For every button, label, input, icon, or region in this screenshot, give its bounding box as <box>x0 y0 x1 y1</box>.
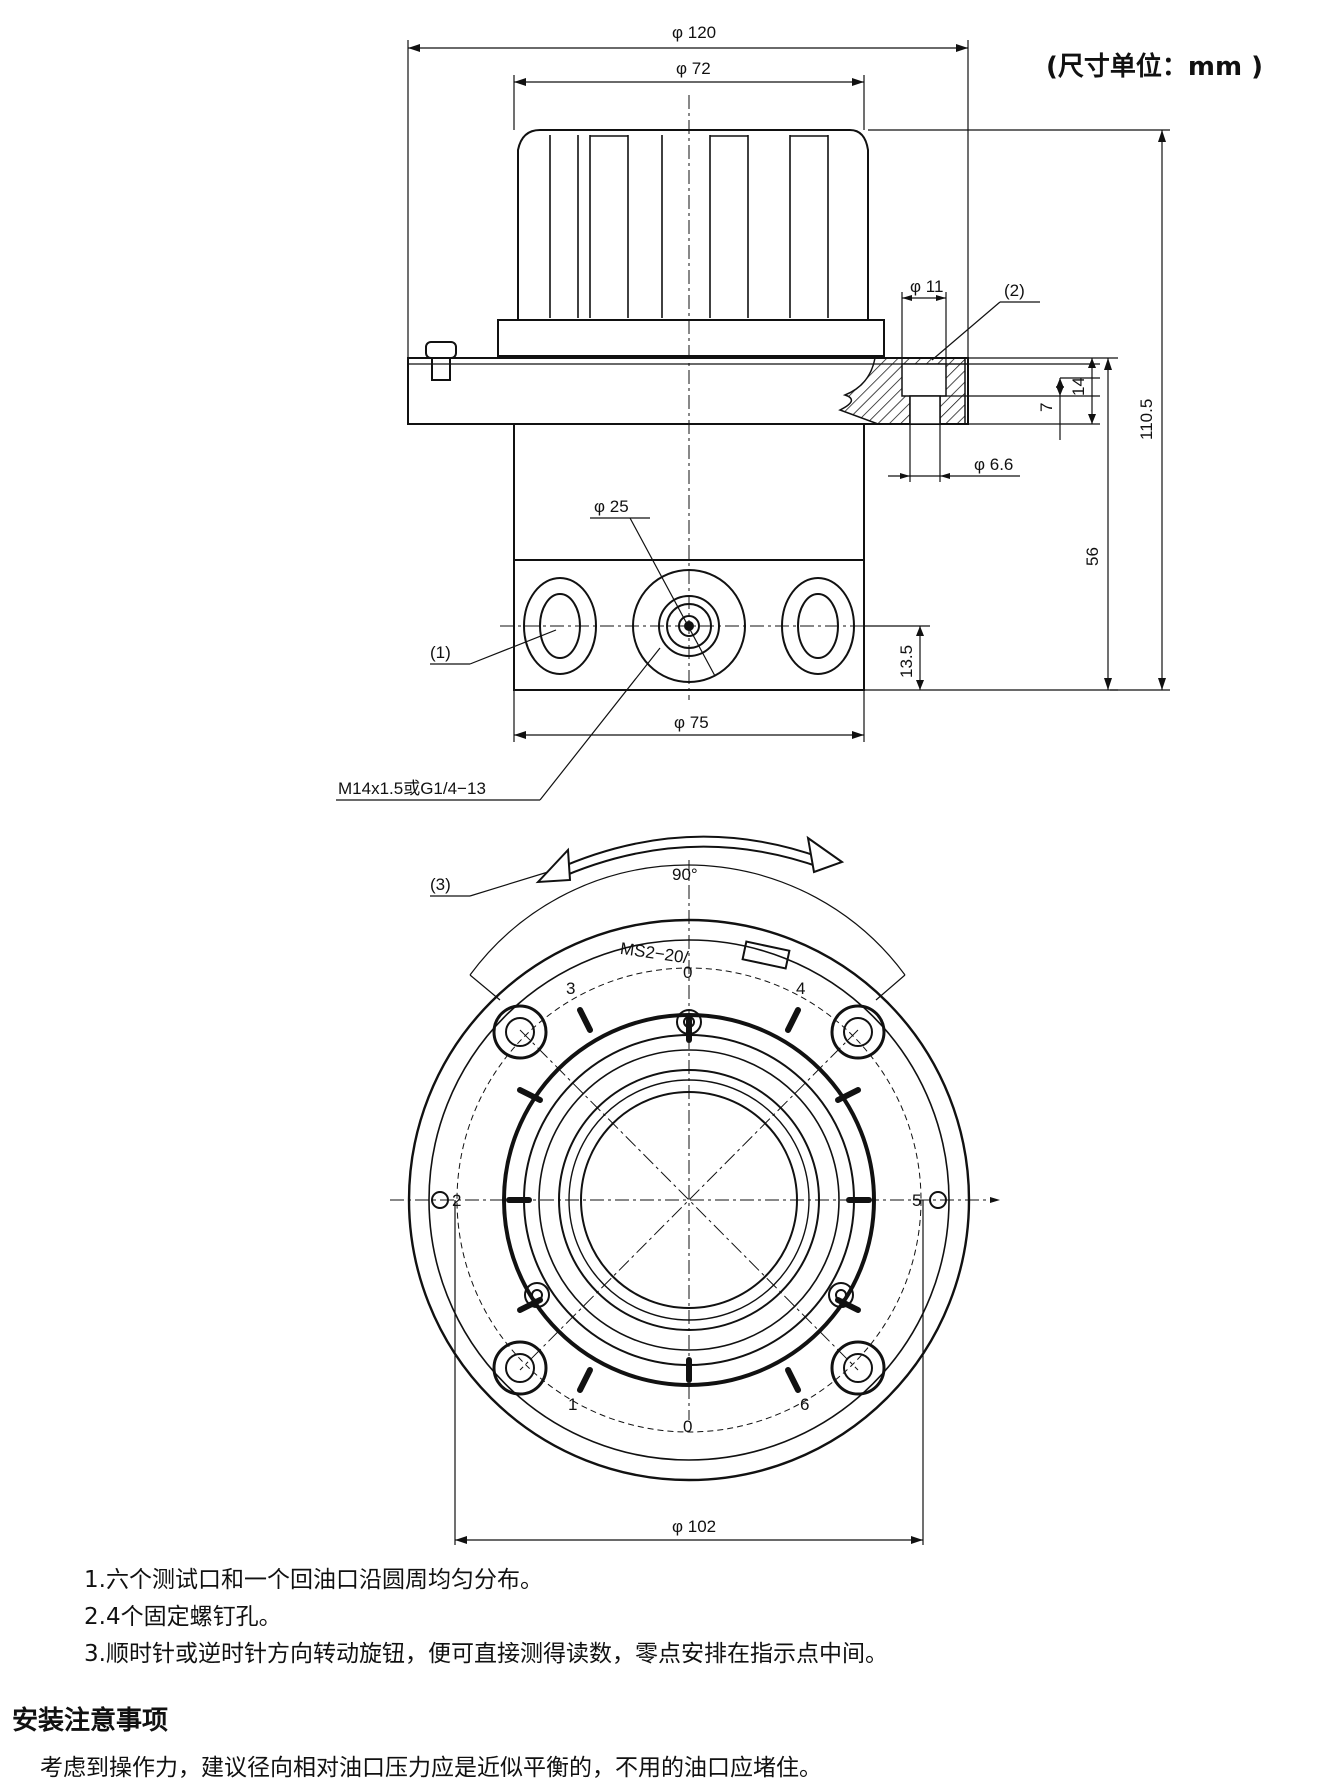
callout-3: (3) <box>430 875 451 894</box>
dim-phi-11: φ 11 <box>910 277 943 296</box>
dimension-labels: φ 120 φ 72 φ 11 (2) φ 6.6 φ 25 (1) φ 75 … <box>338 23 1156 1536</box>
knob-ribs <box>549 135 829 318</box>
install-heading: 安装注意事项 <box>12 1706 169 1736</box>
dim-phi-6-6: φ 6.6 <box>974 455 1013 474</box>
dimension-lines <box>336 40 1170 801</box>
top-view <box>407 835 971 1545</box>
dial-model: MS2−20/ <box>619 939 690 967</box>
dim-110-5: 110.5 <box>1137 399 1156 440</box>
dim-phi-25: φ 25 <box>594 497 629 516</box>
dial-ticks <box>506 1007 872 1393</box>
thread-spec: M14x1.5或G1/4−13 <box>338 779 486 798</box>
dim-13-5: 13.5 <box>897 645 916 678</box>
dial-number: 1 <box>568 1395 577 1414</box>
dim-phi-75: φ 75 <box>674 713 709 732</box>
screw-head <box>425 341 457 359</box>
technical-drawing: φ 120 φ 72 φ 11 (2) φ 6.6 φ 25 (1) φ 75 … <box>336 23 1170 1545</box>
outer-ring <box>407 918 971 1482</box>
dim-14: 14 <box>1069 377 1088 396</box>
arrowheads <box>408 44 1166 1203</box>
dial-number: 3 <box>566 979 575 998</box>
note-item: 2.4个固定螺钉孔。 <box>84 1604 282 1630</box>
units-note: (尺寸单位：mm ) <box>1046 52 1264 82</box>
dial-number: 2 <box>452 1191 461 1210</box>
center-lines <box>390 95 990 1420</box>
knob-collar <box>497 319 885 357</box>
dim-7: 7 <box>1037 403 1056 412</box>
dial-number: 0 <box>683 1417 692 1436</box>
knob-body <box>517 129 869 320</box>
note-item: 3.顺时针或逆时针方向转动旋钮，便可直接测得读数，零点安排在指示点中间。 <box>84 1641 888 1667</box>
callout-1: (1) <box>430 643 451 662</box>
mounting-screws <box>431 1004 947 1396</box>
dim-phi-72: φ 72 <box>676 59 711 78</box>
rotation-arc <box>554 845 823 881</box>
dial-number: 6 <box>800 1395 809 1414</box>
arrow-left <box>535 847 572 884</box>
dim-phi-102: φ 102 <box>672 1517 716 1536</box>
dial-number: 4 <box>796 979 805 998</box>
callout-2: (2) <box>1004 281 1025 300</box>
note-item: 1.六个测试口和一个回油口沿圆周均匀分布。 <box>84 1567 543 1593</box>
dial-number: 5 <box>912 1191 921 1210</box>
dim-56: 56 <box>1083 547 1102 566</box>
notes-list: 1.六个测试口和一个回油口沿圆周均匀分布。 2.4个固定螺钉孔。 3.顺时针或逆… <box>84 1562 888 1673</box>
dial-number: 0 <box>683 963 692 982</box>
install-text: 考虑到操作力，建议径向相对油口压力应是近似平衡的，不用的油口应堵住。 <box>40 1755 822 1781</box>
dial-numbers: 0 4 5 6 0 1 2 3 <box>452 963 921 1436</box>
angle-90: 90° <box>672 865 698 884</box>
front-view <box>407 129 969 691</box>
dim-phi-120: φ 120 <box>672 23 716 42</box>
arrow-right <box>806 835 845 874</box>
